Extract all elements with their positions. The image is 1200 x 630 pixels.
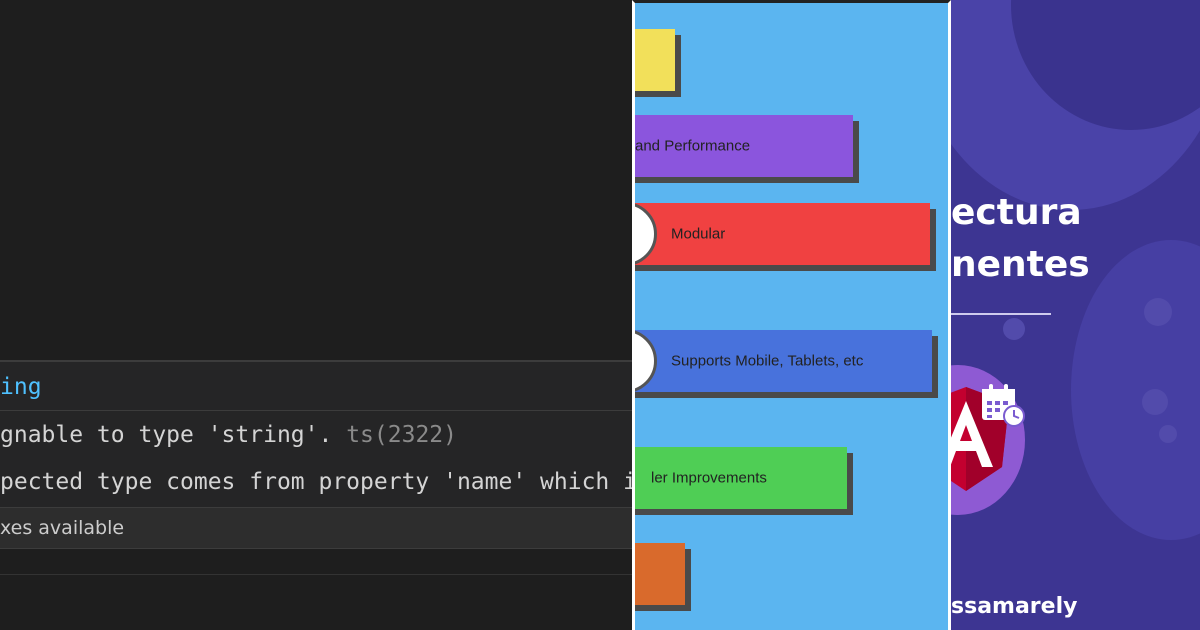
bar-improvements: ler Improvements (635, 447, 847, 509)
hover-divider (0, 410, 632, 411)
quick-fix-link[interactable]: xes available (0, 517, 125, 539)
background-blob (1071, 240, 1200, 540)
promo-title-line2: nentes (951, 244, 1090, 285)
error-hover-tooltip: ing gnable to type 'string'. ts(2322) pe… (0, 360, 632, 549)
promo-card-panel: ectura nentes ssamarely (951, 0, 1200, 630)
infographic-panel: and Performance Modular Supports Mobile,… (632, 0, 951, 630)
bar-mobile: Supports Mobile, Tablets, etc (635, 330, 932, 392)
background-dot (1159, 425, 1177, 443)
bar-performance: and Performance (635, 115, 853, 177)
author-handle: ssamarely (951, 594, 1078, 619)
hover-error-detail: pected type comes from property 'name' w… (0, 469, 632, 495)
background-dot (1142, 389, 1168, 415)
bar-improvements-label: ler Improvements (651, 469, 767, 487)
code-editor-panel: ing gnable to type 'string'. ts(2322) pe… (0, 360, 632, 575)
background-dot (1003, 318, 1025, 340)
hover-error-message: gnable to type 'string'. ts(2322) (0, 422, 457, 448)
calendar-clock-icon (982, 384, 1025, 427)
title-underline (951, 313, 1051, 315)
quick-fix-bar[interactable]: xes available (0, 507, 632, 548)
bar-orange (635, 543, 685, 605)
error-code: ts(2322) (346, 422, 457, 448)
bar-performance-label: and Performance (635, 137, 751, 155)
background-dot (1144, 298, 1172, 326)
bar-mobile-label: Supports Mobile, Tablets, etc (671, 352, 864, 370)
hover-error-text: gnable to type 'string'. (0, 422, 333, 448)
bar-modular-label: Modular (671, 225, 726, 243)
bar-yellow (635, 29, 675, 91)
promo-title-line1: ectura (951, 192, 1082, 233)
bar-modular: Modular (635, 203, 930, 265)
editor-divider (0, 574, 632, 575)
hover-type-title: ing (0, 374, 42, 400)
